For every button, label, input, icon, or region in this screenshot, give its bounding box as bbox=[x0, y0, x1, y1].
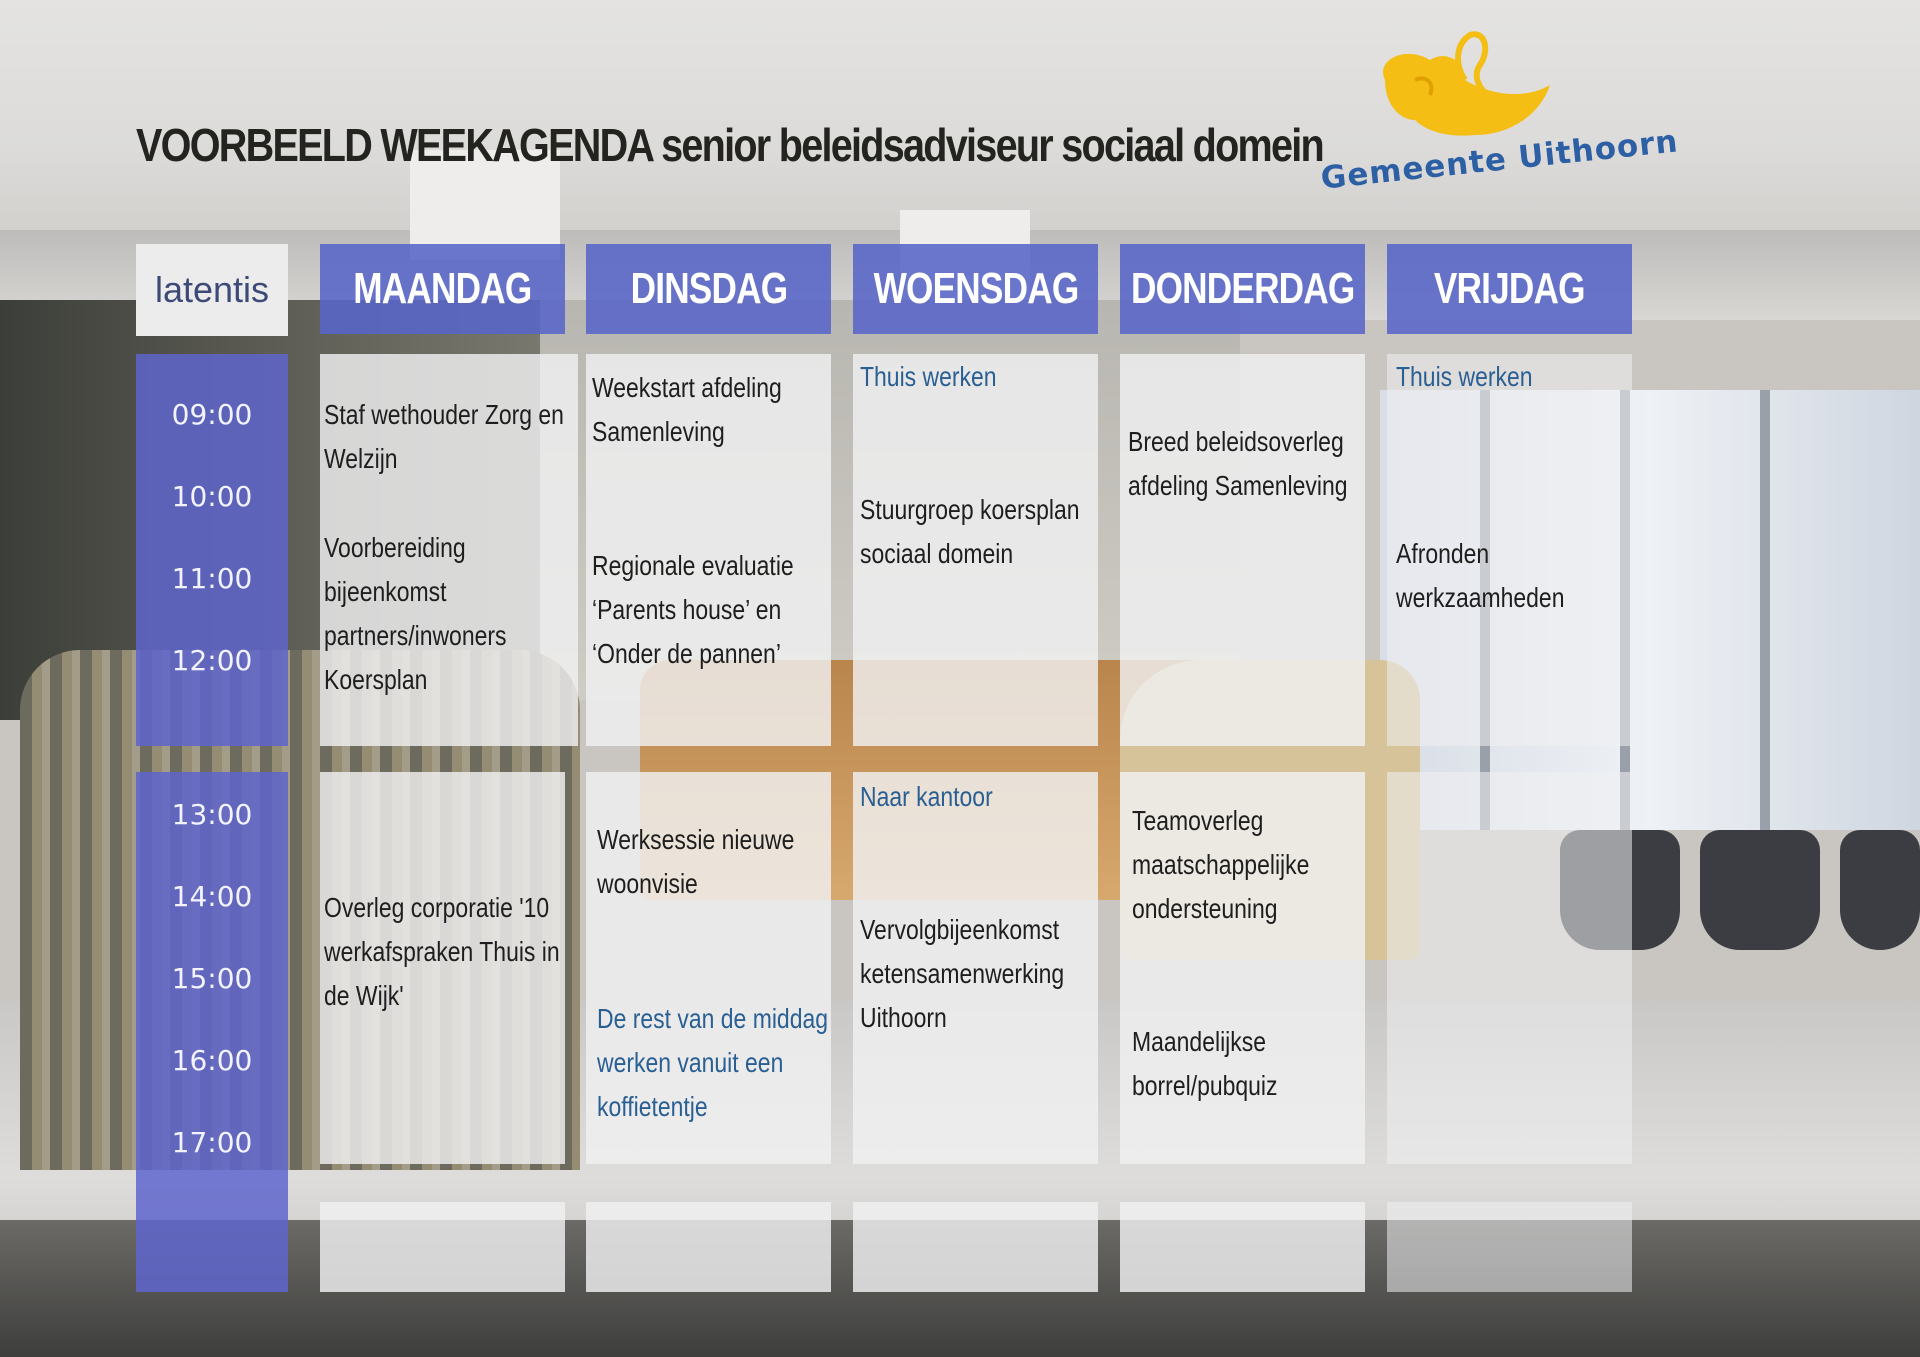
day-label: DINSDAG bbox=[630, 264, 788, 313]
monday-entry-3: Overleg corporatie '10 werkafspraken Thu… bbox=[324, 892, 560, 1011]
cell-friday-afternoon bbox=[1387, 772, 1632, 1164]
day-label: MAANDAG bbox=[353, 264, 532, 313]
page-title: VOORBEELD WEEKAGENDA senior beleidsadvis… bbox=[136, 119, 1325, 171]
cell-friday-evening bbox=[1387, 1202, 1632, 1292]
cell-tuesday-afternoon bbox=[586, 772, 831, 1164]
thursday-entry-2: Teamoverleg maatschappelijke ondersteuni… bbox=[1132, 805, 1310, 924]
window-frame bbox=[1760, 390, 1770, 830]
time-label: 11:00 bbox=[171, 562, 253, 595]
cell-thursday-afternoon bbox=[1120, 772, 1365, 1164]
thursday-entry-3: Maandelijkse borrel/pubquiz bbox=[1132, 1026, 1278, 1101]
wednesday-entry-2: Vervolgbijeenkomst ketensamenwerking Uit… bbox=[860, 914, 1065, 1033]
friday-entry-1: Afronden werkzaamheden bbox=[1396, 538, 1565, 613]
day-header-wednesday: WOENSDAG bbox=[853, 244, 1098, 334]
time-label: 16:00 bbox=[171, 1044, 253, 1077]
time-label: 15:00 bbox=[171, 962, 253, 995]
cell-tuesday-morning bbox=[586, 354, 831, 746]
day-header-thursday: DONDERDAG bbox=[1120, 244, 1365, 334]
day-label: DONDERDAG bbox=[1130, 264, 1355, 313]
cell-monday-afternoon bbox=[320, 772, 565, 1164]
monday-entry-1: Staf wethouder Zorg en Welzijn bbox=[324, 399, 564, 474]
ceiling bbox=[0, 0, 1920, 250]
day-header-friday: VRIJDAG bbox=[1387, 244, 1632, 334]
gemeente-logo-icon bbox=[1383, 31, 1550, 136]
cell-thursday-morning bbox=[1120, 354, 1365, 746]
tuesday-entry-2: Regionale evaluatie ‘Parents house’ en ‘… bbox=[592, 550, 794, 669]
chair bbox=[1840, 830, 1920, 950]
time-column-afternoon: 13:00 14:00 15:00 16:00 17:00 bbox=[136, 772, 288, 1292]
chair bbox=[1700, 830, 1820, 950]
day-label: VRIJDAG bbox=[1434, 264, 1586, 313]
cell-friday-morning bbox=[1387, 354, 1632, 746]
time-label: 13:00 bbox=[171, 798, 253, 831]
wednesday-remote-note: Thuis werken bbox=[860, 361, 997, 392]
cell-thursday-evening bbox=[1120, 1202, 1365, 1292]
cell-monday-evening bbox=[320, 1202, 565, 1292]
time-label: 10:00 bbox=[171, 480, 253, 513]
time-label: 17:00 bbox=[171, 1126, 253, 1159]
day-header-monday: MAANDAG bbox=[320, 244, 565, 334]
time-label: 12:00 bbox=[171, 644, 253, 677]
cell-monday-morning bbox=[320, 354, 578, 746]
time-label: 14:00 bbox=[171, 880, 253, 913]
cell-wednesday-morning bbox=[853, 354, 1098, 746]
tuesday-remote-note: De rest van de middag werken vanuit een … bbox=[597, 1003, 829, 1122]
monday-entry-2: Voorbereiding bijeenkomst partners/inwon… bbox=[324, 532, 507, 695]
friday-remote-note: Thuis werken bbox=[1396, 361, 1533, 392]
day-header-tuesday: DINSDAG bbox=[586, 244, 831, 334]
cell-wednesday-evening bbox=[853, 1202, 1098, 1292]
latentis-logo: latentis bbox=[136, 244, 288, 336]
thursday-entry-1: Breed beleidsoverleg afdeling Samenlevin… bbox=[1128, 426, 1348, 501]
cell-wednesday-afternoon bbox=[853, 772, 1098, 1164]
tuesday-entry-3: Werksessie nieuwe woonvisie bbox=[597, 824, 795, 899]
tuesday-entry-1: Weekstart afdeling Samenleving bbox=[592, 372, 782, 447]
ceiling-lamp bbox=[410, 150, 560, 260]
day-label: WOENSDAG bbox=[873, 264, 1079, 313]
wednesday-entry-1: Stuurgroep koersplan sociaal domein bbox=[860, 494, 1080, 569]
wednesday-office-note: Naar kantoor bbox=[860, 781, 993, 812]
time-label: 09:00 bbox=[171, 398, 253, 431]
time-column-morning: 09:00 10:00 11:00 12:00 bbox=[136, 354, 288, 746]
cell-tuesday-evening bbox=[586, 1202, 831, 1292]
